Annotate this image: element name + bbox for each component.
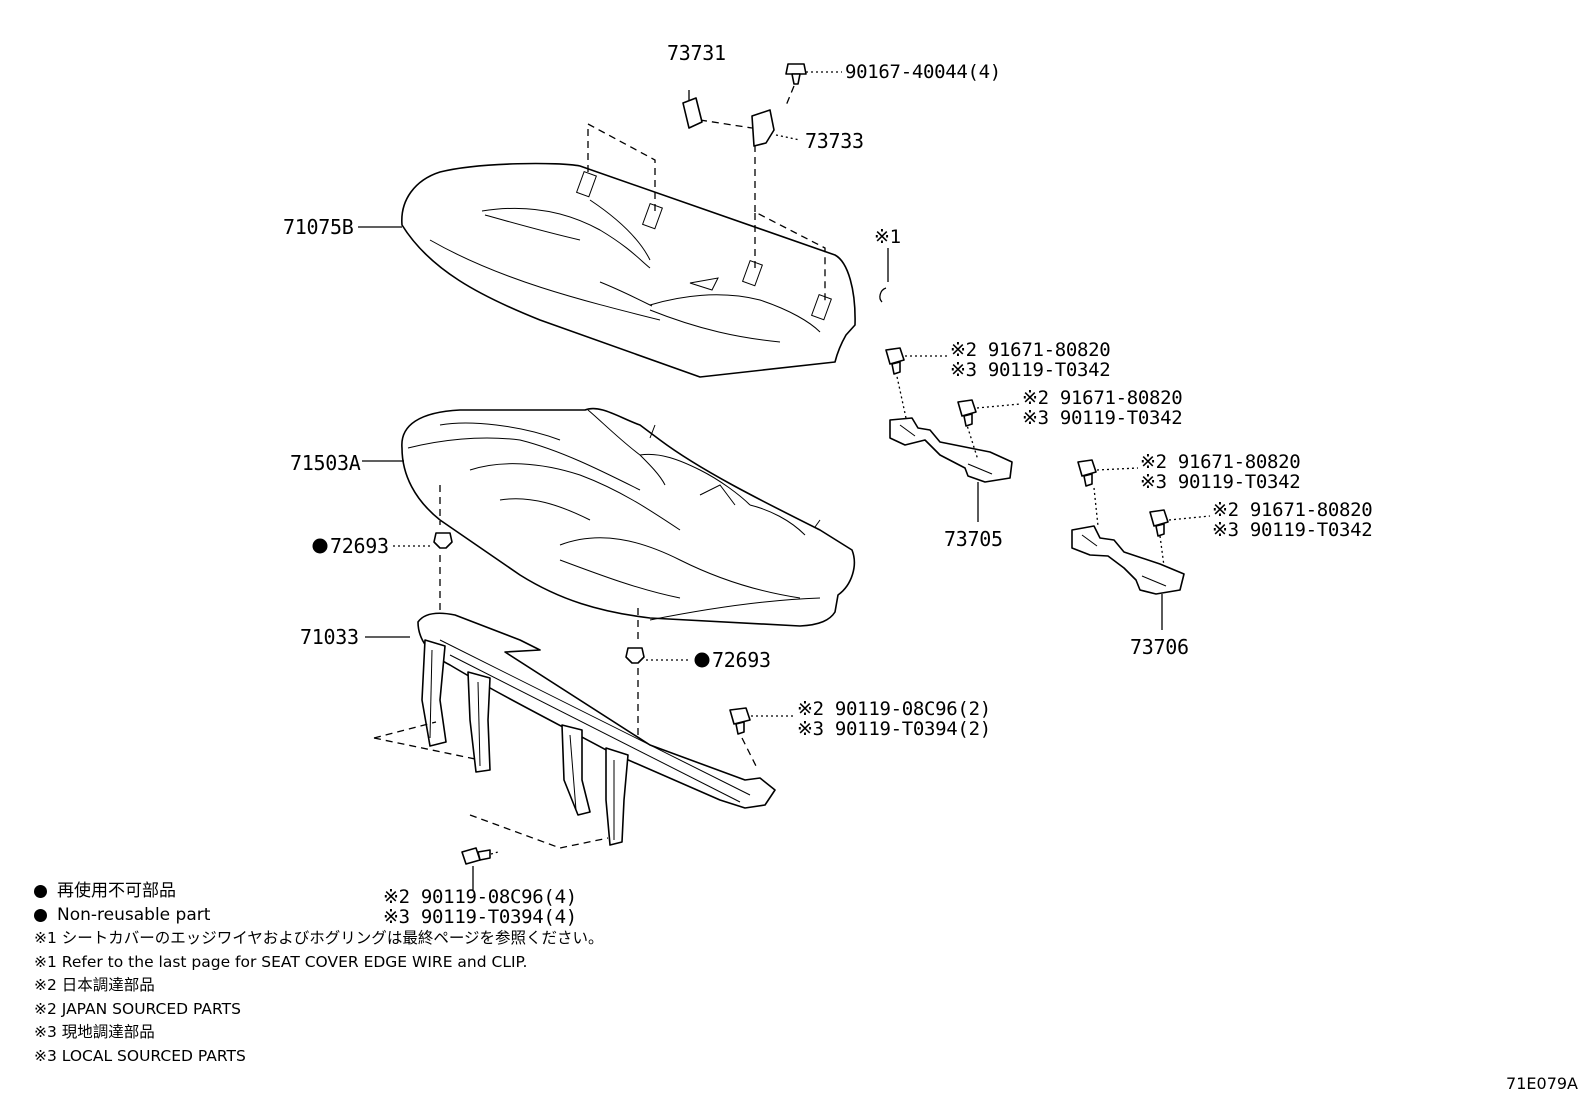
bolt-90167 xyxy=(784,63,807,109)
label-73705: 73705 xyxy=(944,527,1003,551)
clip-73731 xyxy=(682,97,703,129)
legend-text: ※1 Refer to the last page for SEAT COVER… xyxy=(34,952,528,971)
label-bolt-e-japan: ※2 90119-08C96(2) xyxy=(797,698,991,720)
bolt-e xyxy=(729,707,795,771)
hinge-73705 xyxy=(889,371,1013,522)
label-bolt-a-japan: ※2 91671-80820 xyxy=(950,339,1110,361)
label-71075B: 71075B xyxy=(283,215,354,239)
seat-cushion-pad xyxy=(401,407,856,627)
hog-ring xyxy=(879,287,887,303)
legend-text: ※1 シートカバーのエッジワイヤおよびホグリングは最終ページを参照ください。 xyxy=(34,929,604,947)
legend-text: ※3 LOCAL SOURCED PARTS xyxy=(34,1046,246,1065)
label-bolt-d-local: ※3 90119-T0342 xyxy=(1212,519,1372,541)
label-bolt-c-local: ※3 90119-T0342 xyxy=(1140,471,1300,493)
legend-text: ※2 日本調達部品 xyxy=(34,976,155,994)
label-bolt-a-local: ※3 90119-T0342 xyxy=(950,359,1110,381)
legend: 再使用不可部品 Non-reusable part ※1 シートカバーのエッジワ… xyxy=(34,880,604,1068)
label-71033: 71033 xyxy=(300,625,359,649)
legend-text: Non-reusable part xyxy=(57,904,211,925)
bolt-a xyxy=(885,347,948,375)
bolt-b xyxy=(957,399,1021,427)
hinge-73706 xyxy=(1071,487,1185,630)
clip-72693-right xyxy=(625,647,645,664)
legend-item: Non-reusable part xyxy=(34,904,604,928)
legend-text: 再使用不可部品 xyxy=(57,881,176,901)
label-73706: 73706 xyxy=(1130,635,1189,659)
label-73733: 73733 xyxy=(805,129,864,153)
legend-item: 再使用不可部品 xyxy=(34,880,604,904)
bolt-d xyxy=(1149,509,1211,537)
legend-item: ※1 Refer to the last page for SEAT COVER… xyxy=(34,951,604,975)
label-73731: 73731 xyxy=(667,41,726,65)
label-90167-40044: 90167-40044(4) xyxy=(845,61,1001,83)
legend-item: ※3 現地調達部品 xyxy=(34,1021,604,1045)
legend-text: ※3 現地調達部品 xyxy=(34,1023,155,1041)
bracket-73733 xyxy=(751,109,775,147)
label-71503A: 71503A xyxy=(290,451,361,475)
label-72693-left: 72693 xyxy=(330,534,389,558)
seat-frame xyxy=(417,612,776,846)
non-reusable-dot-left xyxy=(312,538,328,554)
label-bolt-f-japan: ※2 90119-08C96(4) xyxy=(383,886,577,908)
label-72693-right: 72693 xyxy=(712,648,771,672)
non-reusable-dot-right xyxy=(694,652,710,668)
diagram-code: 71E079A xyxy=(1506,1074,1578,1093)
seat-cushion-cover xyxy=(401,162,856,378)
label-bolt-d-japan: ※2 91671-80820 xyxy=(1212,499,1372,521)
clip-72693-left xyxy=(433,532,453,549)
label-bolt-b-local: ※3 90119-T0342 xyxy=(1022,407,1182,429)
legend-text: ※2 JAPAN SOURCED PARTS xyxy=(34,999,241,1018)
legend-item: ※2 JAPAN SOURCED PARTS xyxy=(34,998,604,1022)
legend-item: ※2 日本調達部品 xyxy=(34,974,604,998)
bullet-icon xyxy=(34,908,47,922)
bullet-icon xyxy=(34,885,47,899)
bolt-c xyxy=(1077,459,1139,487)
legend-item: ※1 シートカバーのエッジワイヤおよびホグリングは最終ページを参照ください。 xyxy=(34,927,604,951)
label-bolt-c-japan: ※2 91671-80820 xyxy=(1140,451,1300,473)
bolt-f xyxy=(461,847,499,890)
label-bolt-e-local: ※3 90119-T0394(2) xyxy=(797,718,991,740)
label-ref1: ※1 xyxy=(874,226,901,248)
label-bolt-b-japan: ※2 91671-80820 xyxy=(1022,387,1182,409)
label-bolt-f-local: ※3 90119-T0394(4) xyxy=(383,906,577,928)
legend-item: ※3 LOCAL SOURCED PARTS xyxy=(34,1045,604,1069)
